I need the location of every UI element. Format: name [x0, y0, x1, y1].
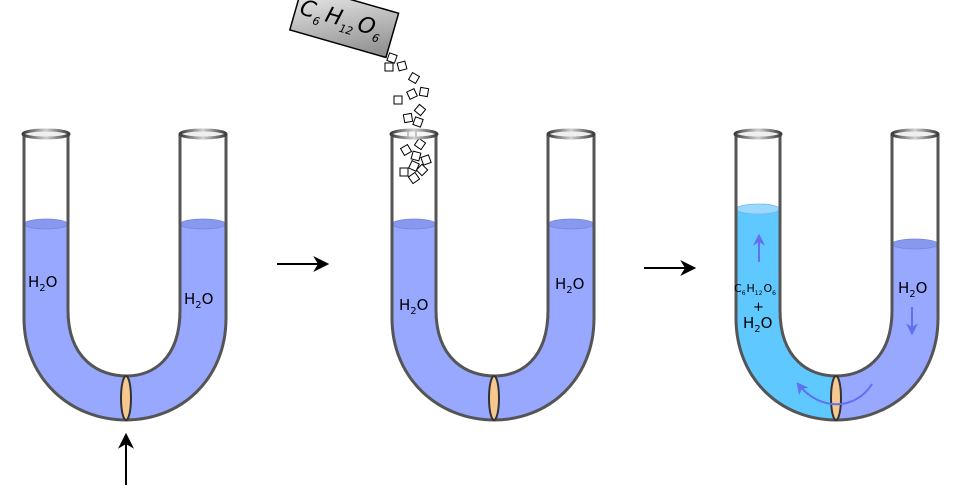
- label-h2o-left-1: H2O: [28, 273, 57, 294]
- u-tube-2: [389, 128, 596, 422]
- label-h2o-right-1: H2O: [184, 290, 213, 311]
- water-surface-right-3: [891, 238, 939, 250]
- water-surface-left-1: [23, 218, 69, 230]
- label-plus-3: +: [753, 300, 764, 315]
- label-h2o-right-2: H2O: [555, 275, 584, 296]
- membrane-2: [488, 375, 500, 421]
- water-surface-right-2: [547, 218, 595, 230]
- u-tube-3: [733, 128, 940, 422]
- label-h2o-right-3: H2O: [898, 279, 927, 300]
- tube-rim-right-2: [546, 128, 596, 140]
- water-surface-left-2: [391, 218, 437, 230]
- water-surface-right-1: [179, 218, 227, 230]
- label-h2o-left-2: H2O: [399, 296, 428, 317]
- water-fill-2: [392, 222, 594, 420]
- water-fill-3: [836, 243, 938, 420]
- osmosis-flow-arrow: [796, 382, 873, 406]
- membrane-3: [830, 375, 842, 421]
- glucose-box: C6H12O6: [288, 0, 400, 59]
- tube-rim-left-3: [733, 128, 783, 140]
- water-fill-1: [24, 222, 226, 420]
- label-h2o-left-3: H2O: [743, 314, 772, 335]
- tube-rim-right-3: [890, 128, 940, 140]
- label-glucose-3: C6H12O6: [734, 282, 776, 297]
- membrane-1: [120, 375, 132, 421]
- u-tube-1: [21, 128, 228, 422]
- tube-rim-right-1: [178, 128, 228, 140]
- solution-fill-3: [736, 208, 836, 420]
- glucose-crystals: [384, 52, 432, 185]
- svg-text:C6H12O6: C6H12O6: [296, 0, 385, 46]
- tube-rim-left-2: [389, 128, 439, 140]
- tube-rim-left-1: [21, 128, 71, 140]
- solution-surface-3: [735, 203, 781, 215]
